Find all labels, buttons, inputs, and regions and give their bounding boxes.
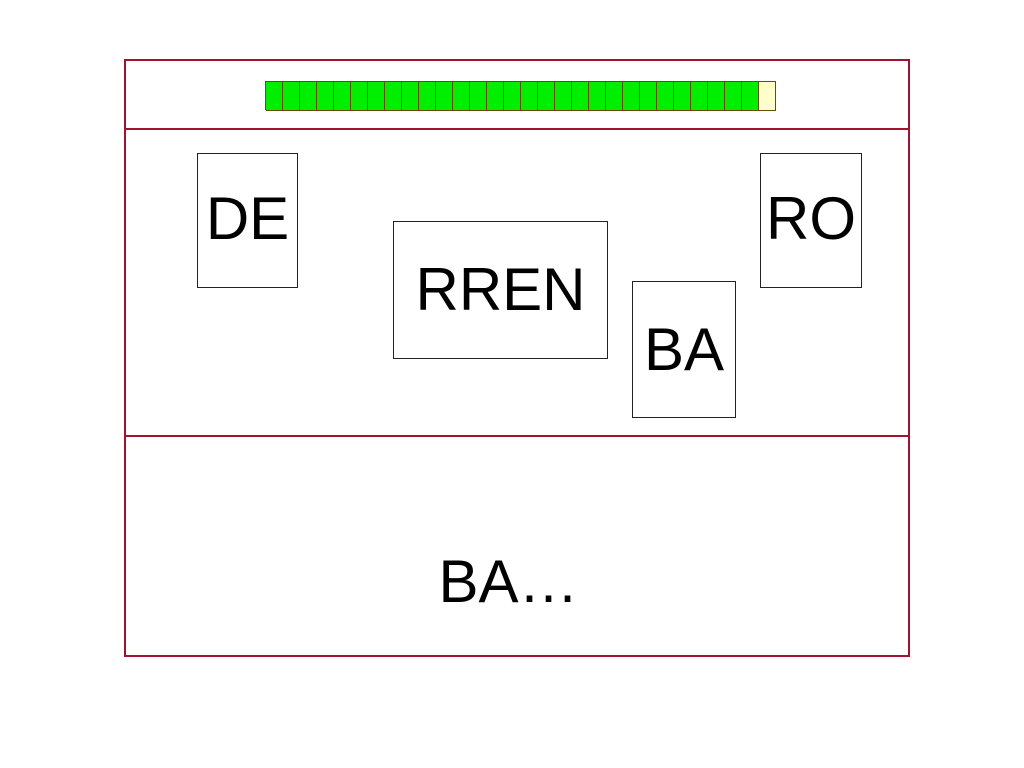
timer-segment — [555, 81, 572, 111]
timer-segment — [691, 81, 708, 111]
timer-segment — [504, 81, 521, 111]
timer-segment — [759, 81, 776, 111]
tile-label: DE — [205, 185, 290, 252]
timer-segment — [657, 81, 674, 111]
timer-segment — [708, 81, 725, 111]
timer-segment — [368, 81, 385, 111]
timer-segment — [351, 81, 368, 111]
tile-label: BA — [643, 315, 725, 383]
timer-segment — [572, 81, 589, 111]
timer-segment — [436, 81, 453, 111]
timer-segment — [300, 81, 317, 111]
timer-segment — [521, 81, 538, 111]
timer-segment — [487, 81, 504, 111]
answer-area: BA… — [126, 437, 908, 655]
syllable-tile-ro[interactable]: RO — [760, 153, 862, 288]
tile-label: RO — [766, 184, 856, 252]
timer-segment — [725, 81, 742, 111]
timer-segment — [538, 81, 555, 111]
syllable-tile-ba[interactable]: BA — [632, 281, 736, 418]
timer-segment — [402, 81, 419, 111]
timer-segment — [470, 81, 487, 111]
tile-board: DE RREN BA RO — [126, 130, 908, 437]
timer-segment — [283, 81, 300, 111]
timer-segment — [742, 81, 759, 111]
game-frame: DE RREN BA RO BA… — [124, 59, 910, 657]
timer-segment — [419, 81, 436, 111]
timer-segment — [334, 81, 351, 111]
timer-segment — [453, 81, 470, 111]
timer-segment — [589, 81, 606, 111]
timer-progress-bar — [265, 81, 776, 111]
tile-label: RREN — [415, 256, 586, 323]
syllable-tile-de[interactable]: DE — [197, 153, 298, 288]
timer-segment — [623, 81, 640, 111]
timer-panel — [126, 61, 908, 130]
timer-segment — [640, 81, 657, 111]
timer-segment — [385, 81, 402, 111]
timer-segment — [317, 81, 334, 111]
timer-segment — [266, 81, 283, 111]
timer-segment — [674, 81, 691, 111]
timer-segment — [606, 81, 623, 111]
syllable-tile-rren[interactable]: RREN — [393, 221, 608, 359]
answer-text: BA… — [438, 548, 579, 615]
